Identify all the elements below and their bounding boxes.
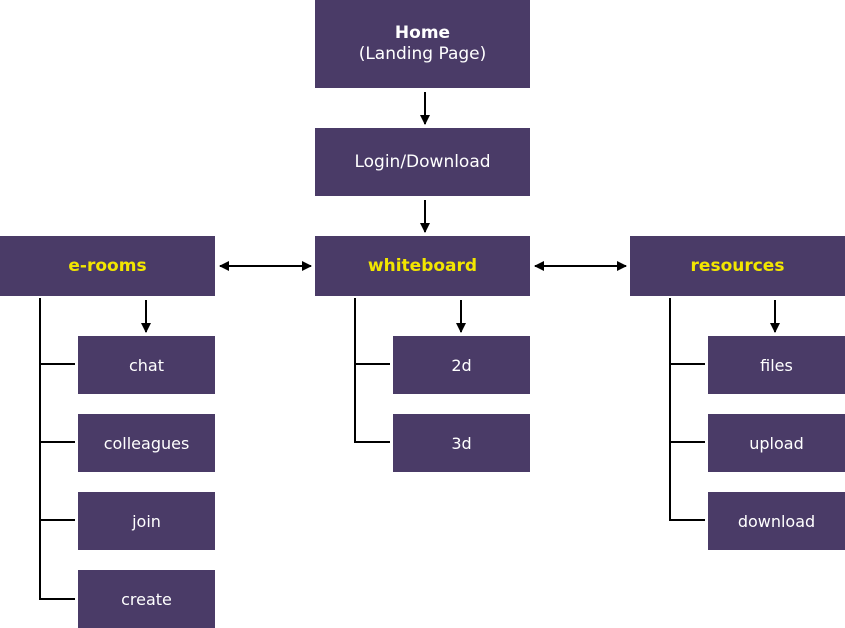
tree-resources [669, 298, 705, 521]
node-erooms-child: colleagues [78, 414, 215, 472]
node-label: colleagues [103, 433, 190, 453]
node-erooms-child: chat [78, 336, 215, 394]
node-label: 2d [451, 355, 472, 375]
tree-erooms [39, 298, 75, 600]
node-erooms-label: e-rooms [68, 256, 147, 276]
node-label: 3d [451, 433, 472, 453]
node-label: join [132, 511, 161, 531]
node-resources-child: download [708, 492, 845, 550]
node-label: upload [749, 433, 804, 453]
node-label: files [760, 355, 793, 375]
node-whiteboard-label: whiteboard [367, 256, 478, 276]
node-whiteboard-child: 3d [393, 414, 530, 472]
node-home: Home (Landing Page) [315, 0, 530, 88]
node-login-label: Login/Download [354, 151, 491, 172]
node-whiteboard: whiteboard [315, 236, 530, 296]
node-resources-child: upload [708, 414, 845, 472]
node-erooms: e-rooms [0, 236, 215, 296]
node-label: download [737, 511, 816, 531]
node-home-subtitle: (Landing Page) [358, 44, 487, 64]
node-resources-label: resources [690, 256, 785, 276]
node-label: create [121, 589, 172, 609]
node-login: Login/Download [315, 128, 530, 196]
node-resources-child: files [708, 336, 845, 394]
node-label: chat [128, 355, 164, 375]
tree-whiteboard [354, 298, 390, 443]
node-erooms-child: join [78, 492, 215, 550]
node-resources: resources [630, 236, 845, 296]
node-whiteboard-child: 2d [393, 336, 530, 394]
node-home-title: Home [394, 23, 451, 43]
node-erooms-child: create [78, 570, 215, 628]
